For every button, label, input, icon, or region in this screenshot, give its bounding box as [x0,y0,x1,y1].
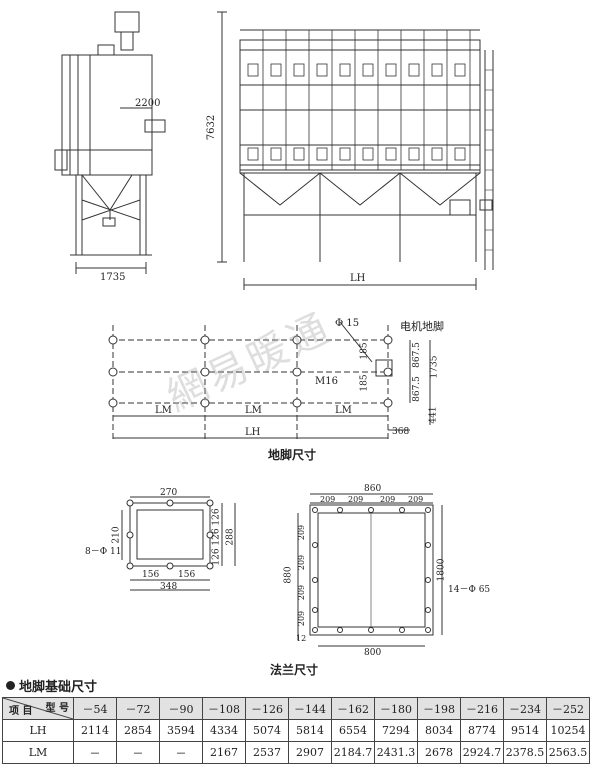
dim-lm-3: LM [335,405,352,416]
foundation-spec-table: 型 号 项 目 －54 －72 －90 －108 －126 －144 －162 … [2,697,590,764]
sf-bottom-b: 156 [178,570,196,580]
table-cell: － [73,741,117,764]
table-title: 地脚基础尺寸 [19,680,98,695]
table-header-row: 型 号 项 目 －54 －72 －90 －108 －126 －144 －162 … [2,697,590,720]
table-cell: 4334 [202,719,246,742]
table-cell: 2924.7 [460,741,504,764]
dim-368: 368 [392,427,410,437]
table-cell: 2114 [73,719,117,742]
table-cell: 6554 [331,719,375,742]
dim-441: 441 [428,406,439,424]
table-cell: 3594 [159,719,203,742]
sf-top: 270 [160,488,178,498]
lf-left-3: 209 [297,584,307,601]
table-cell: 2907 [288,741,332,764]
hole-phi15: Φ 15 [335,318,360,329]
sf-left: 210 [111,526,122,544]
model-col: －54 [73,697,117,720]
dim-lm-2: LM [245,405,262,416]
lf-left-4: 209 [297,610,307,627]
row-label: LH [2,719,74,742]
model-col: －72 [116,697,160,720]
dim-1735: 1735 [100,272,126,283]
model-col: －180 [374,697,418,720]
sf-hole: 8－Φ 11 [85,547,122,557]
model-col: －126 [245,697,289,720]
lf-top-3: 209 [380,495,396,504]
table-cell: 9514 [503,719,547,742]
table-cell: 2537 [245,741,289,764]
table-cell: 2563.5 [546,741,590,764]
model-col: －216 [460,697,504,720]
table-cell: 5074 [245,719,289,742]
lf-right-total: 1800 [436,558,447,582]
lf-top-4: 209 [408,495,424,504]
table-cell: 8774 [460,719,504,742]
lf-bottom-offset: 12 [296,634,307,643]
table-row-lh: LH 2114 2854 3594 4334 5074 5814 6554 72… [2,719,590,742]
small-flange [121,496,236,591]
table-row-lm: LM － － － 2167 2537 2907 2184.7 2431.3 26… [2,741,590,764]
table-cell: 2678 [417,741,461,764]
sf-right-a: 126 [211,508,222,526]
dim-7632: 7632 [206,114,218,141]
table-cell: 5814 [288,719,332,742]
dim-185-a: 185 [359,342,370,360]
table-cell: 2184.7 [331,741,375,764]
foundation-caption: 地脚尺寸 [268,448,317,462]
table-cell: 7294 [374,719,418,742]
dim-867-a: 867.5 [411,342,422,368]
side-elevation [54,11,166,274]
sf-right-total: 288 [225,528,236,546]
lf-left-1: 209 [297,524,307,541]
front-elevation [217,11,494,290]
lf-left-total: 880 [283,566,294,584]
model-col: －198 [417,697,461,720]
table-cell: － [116,741,160,764]
dim-2200: 2200 [135,98,161,109]
model-col: －90 [159,697,203,720]
table-cell: 8034 [417,719,461,742]
flange-caption: 法兰尺寸 [270,663,319,677]
table-section-title: 地脚基础尺寸 [6,676,97,695]
table-cell: － [159,741,203,764]
model-col: －144 [288,697,332,720]
lf-hole: 14－Φ 65 [448,585,491,595]
corner-model-label: 型 号 [45,703,69,714]
table-cell: 2431.3 [374,741,418,764]
bolt-m16: M16 [315,376,338,387]
foundation-plan [108,321,431,440]
lf-top-2: 209 [348,495,364,504]
sf-bottom-total: 348 [160,582,178,592]
table-cell: 2854 [116,719,160,742]
lf-top-total: 860 [364,484,382,494]
table-cell: 2378.5 [503,741,547,764]
lf-bottom-total: 800 [364,648,382,658]
model-col: －108 [202,697,246,720]
dim-lm-1: LM [155,405,172,416]
model-col: －234 [503,697,547,720]
model-col: －162 [331,697,375,720]
model-col: －252 [546,697,590,720]
table-cell: 2167 [202,741,246,764]
dim-lh-plan: LH [245,427,261,438]
sf-right-b: 126 [211,528,222,546]
table-cell: 10254 [546,719,590,742]
lf-left-2: 209 [297,554,307,571]
large-flange [297,493,443,647]
dim-lh-elevation: LH [350,273,366,284]
dim-185-b: 185 [359,374,370,392]
corner-item-label: 项 目 [9,706,33,717]
dim-1735-plan: 1735 [429,355,440,379]
sf-right-c: 126 [211,548,222,566]
motor-foot-label: 电机地脚 [400,320,444,333]
corner-diagonal [3,698,73,719]
table-corner-cell: 型 号 项 目 [2,697,74,720]
sf-bottom-a: 156 [142,570,160,580]
dim-867-b: 867.5 [411,376,422,402]
lf-top-1: 209 [320,495,336,504]
row-label: LM [2,741,74,764]
bullet-icon [6,681,15,690]
